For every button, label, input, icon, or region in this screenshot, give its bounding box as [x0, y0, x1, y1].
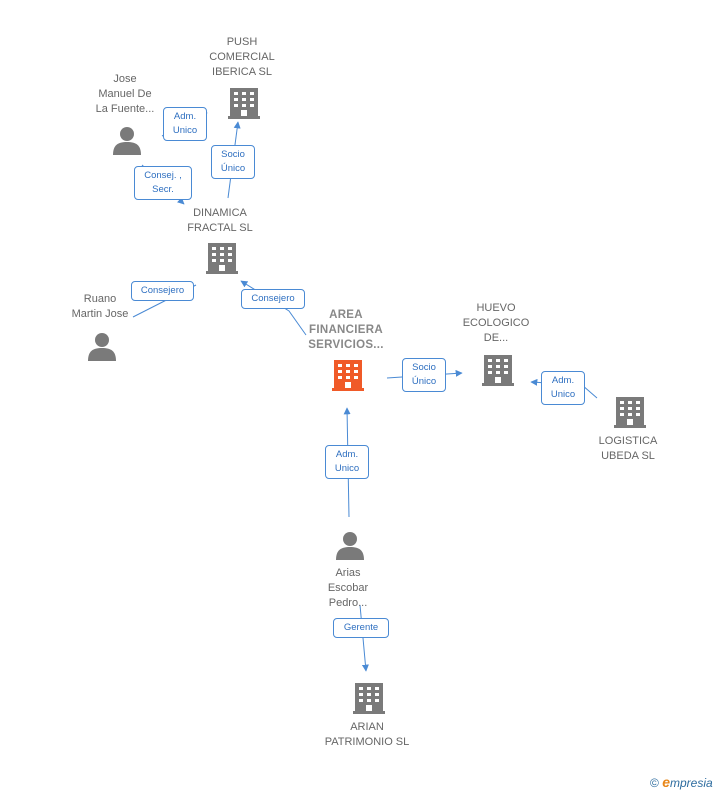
- edge-tag-consejero-area[interactable]: Consejero: [241, 289, 305, 309]
- brand-name: mpresia: [669, 776, 713, 790]
- edge-tag-adm-unico-push[interactable]: Adm. Unico: [163, 107, 207, 141]
- ruano-person-icon: [88, 333, 116, 361]
- brand-footer: © empresia: [650, 774, 713, 790]
- arias-person-icon: [336, 532, 364, 560]
- push-building-icon: [228, 88, 260, 119]
- edge-tag-adm-unico-logistica[interactable]: Adm. Unico: [541, 371, 585, 405]
- node-label-huevo-ecologico[interactable]: HUEVO ECOLOGICO DE...: [462, 302, 530, 344]
- edge-tag-consejero-ruano[interactable]: Consejero: [131, 281, 194, 301]
- arian-building-icon: [353, 683, 385, 714]
- edge-arias-arian: [359, 604, 369, 672]
- brand-logo-initial: e: [662, 774, 670, 790]
- edge-tag-gerente[interactable]: Gerente: [333, 618, 389, 638]
- edge-tag-socio-unico-push[interactable]: Socio Único: [211, 145, 255, 179]
- huevo-building-icon: [482, 355, 514, 386]
- dinamica-building-icon: [206, 243, 238, 274]
- copyright-symbol: ©: [650, 776, 659, 790]
- node-label-push-comercial[interactable]: PUSH COMERCIAL IBERICA SL: [209, 36, 275, 78]
- node-label-arias-escobar[interactable]: Arias Escobar Pedro...: [327, 567, 369, 609]
- area-building-icon: [332, 360, 364, 391]
- logistica-building-icon: [614, 397, 646, 428]
- edge-tag-consej-secr[interactable]: Consej. , Secr.: [134, 166, 192, 200]
- node-label-arian-patrimonio[interactable]: ARIAN PATRIMONIO SL: [324, 721, 410, 748]
- node-label-jose-manuel[interactable]: Jose Manuel De La Fuente...: [95, 73, 155, 115]
- node-label-ruano-martin[interactable]: Ruano Martin Jose: [71, 293, 129, 320]
- edge-tag-adm-unico-area[interactable]: Adm. Unico: [325, 445, 369, 479]
- jose-person-icon: [113, 127, 141, 155]
- node-label-area-financiera[interactable]: AREA FINANCIERA SERVICIOS...: [308, 309, 384, 351]
- node-label-dinamica-fractal[interactable]: DINAMICA FRACTAL SL: [187, 207, 253, 234]
- edge-tag-socio-unico-huevo[interactable]: Socio Único: [402, 358, 446, 392]
- node-label-logistica-ubeda[interactable]: LOGISTICA UBEDA SL: [598, 435, 658, 462]
